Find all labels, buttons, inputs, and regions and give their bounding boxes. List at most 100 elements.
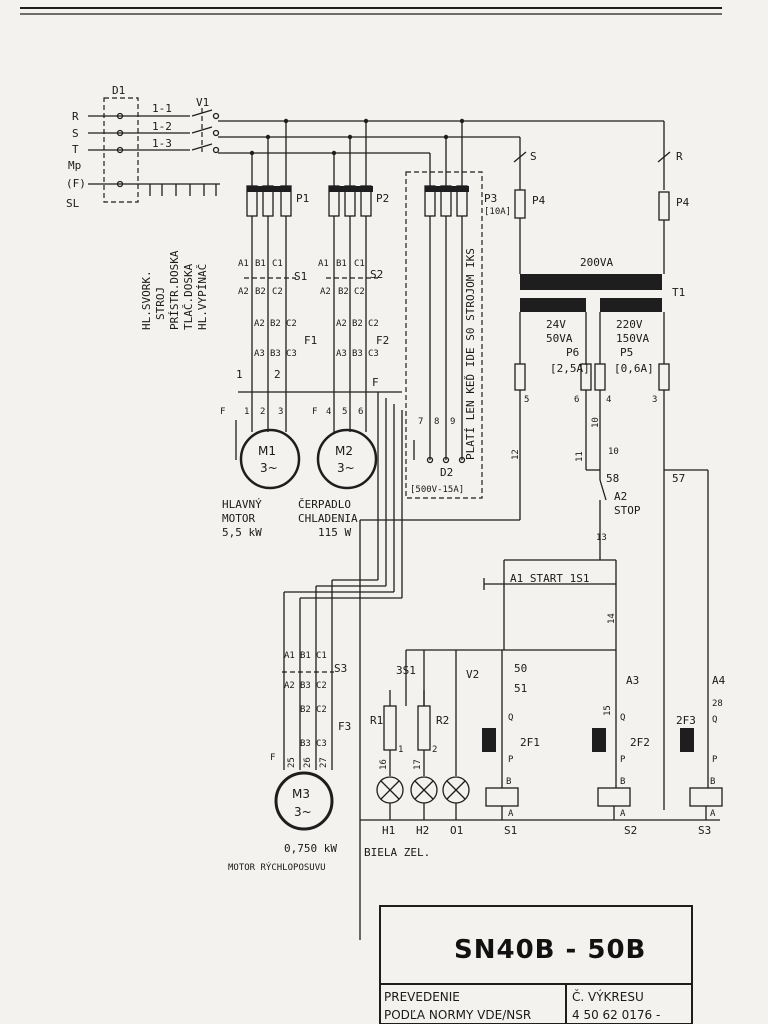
secondary-fuses bbox=[514, 312, 670, 810]
motor-m1-caption-1: HLAVNÝ bbox=[222, 498, 262, 511]
f1-a2: A2 bbox=[254, 319, 265, 329]
s1-a1: A1 bbox=[238, 259, 249, 269]
svg-text:HL.VYPÍNAČ: HL.VYPÍNAČ bbox=[196, 264, 209, 330]
lamp-h2-label: H2 bbox=[416, 824, 429, 837]
line-label-f: (F) bbox=[66, 177, 86, 190]
model-number: SN40B - 50B bbox=[454, 935, 646, 965]
wire-num-10b: 10 bbox=[608, 447, 619, 457]
wire-num-4: 4 bbox=[326, 407, 331, 417]
bundle-to-m3 bbox=[238, 391, 403, 770]
fuse-label-p2: P2 bbox=[376, 192, 389, 205]
s2-b1: B1 bbox=[336, 259, 347, 269]
overload-2f3-label: 2F3 bbox=[676, 714, 696, 727]
motor-m3 bbox=[274, 771, 334, 831]
f3-b3: B3 bbox=[300, 739, 311, 749]
fuse-block-p2 bbox=[328, 185, 373, 217]
wire-num-1b: 1 bbox=[236, 368, 243, 381]
line-label-r: R bbox=[72, 110, 79, 123]
wire-num-13: 13 bbox=[596, 533, 607, 543]
s2-c2: C2 bbox=[354, 287, 365, 297]
wire-num-11: 11 bbox=[575, 451, 585, 462]
wire-num-8: 8 bbox=[434, 417, 439, 427]
contact-a3-label: A3 bbox=[626, 674, 639, 687]
s1-a2: A2 bbox=[238, 287, 249, 297]
fuse-label-p4-r: P4 bbox=[676, 196, 690, 209]
p-2f3: P bbox=[712, 755, 718, 765]
terminal-block-d2 bbox=[413, 216, 466, 464]
lamp-color-label: BIELA ZEL. bbox=[364, 846, 430, 859]
wire-num-4b: 4 bbox=[606, 395, 611, 405]
supply-lines bbox=[88, 112, 220, 196]
wire-num-16: 16 bbox=[379, 759, 389, 770]
main-switch-v1 bbox=[191, 108, 220, 154]
start-button-label: A1 START 1S1 bbox=[510, 572, 589, 585]
s1-c1: C1 bbox=[272, 259, 283, 269]
p-2f1: P bbox=[508, 755, 514, 765]
transformer-220v: 220V bbox=[616, 318, 643, 331]
s3-c1: C1 bbox=[316, 651, 327, 661]
svg-text:TLAČ.DOSKA: TLAČ.DOSKA bbox=[182, 263, 195, 330]
motor-m2-name: M2 bbox=[335, 444, 353, 458]
f1-a3: A3 bbox=[254, 349, 265, 359]
terminal-label-d2: D2 bbox=[440, 466, 453, 479]
fuse-label-p6: P6 bbox=[566, 346, 579, 359]
motor-m3-caption-2: MOTOR RÝCHLOPOSUVU bbox=[228, 861, 326, 873]
wire-num-2b: 2 bbox=[274, 368, 281, 381]
contactor-label-s2: S2 bbox=[370, 268, 383, 281]
transformer-150va: 150VA bbox=[616, 332, 649, 345]
s2-b2: B2 bbox=[338, 287, 349, 297]
wire-num-7: 7 bbox=[418, 417, 423, 427]
f2-c3: C3 bbox=[368, 349, 379, 359]
wire-num-9: 9 bbox=[450, 417, 455, 427]
wire-num-3: 3 bbox=[278, 407, 283, 417]
f2-b3: B3 bbox=[352, 349, 363, 359]
main-bus bbox=[218, 118, 665, 190]
stop-contact-label: A2 bbox=[614, 490, 627, 503]
stop-label: STOP bbox=[614, 504, 641, 517]
wire-num-6: 6 bbox=[358, 407, 363, 417]
optional-module-box bbox=[405, 171, 483, 499]
fuse-p4-r bbox=[658, 191, 670, 221]
s1-b2: B2 bbox=[255, 287, 266, 297]
motor-m2-caption-2: CHLADENIA bbox=[298, 512, 358, 525]
main-switch-label: V1 bbox=[196, 96, 209, 109]
pe-label-a: F bbox=[220, 407, 225, 417]
transformer-primary bbox=[520, 274, 662, 290]
title-row1-left: PREVEDENIE bbox=[384, 990, 460, 1004]
s1-b1: B1 bbox=[255, 259, 266, 269]
r-mark-slash bbox=[657, 151, 671, 163]
transformer-label: T1 bbox=[672, 286, 685, 299]
a-s2: A bbox=[620, 809, 626, 819]
wire-num-r2: 2 bbox=[432, 745, 437, 755]
terminal-rating-d2: [500V-15A] bbox=[410, 485, 464, 495]
contactor-s2 bbox=[326, 216, 378, 400]
wire-num-5b: 5 bbox=[524, 395, 529, 405]
pe-label-b: F bbox=[372, 376, 379, 389]
optional-module-note: PLATÍ LEN KEĎ IDE S0 STROJOM IKS bbox=[464, 248, 477, 460]
wire-num-1: 1 bbox=[244, 407, 249, 417]
coil-s2-label: S2 bbox=[624, 824, 637, 837]
wire-num-26: 26 bbox=[303, 757, 313, 768]
motor-m3-caption-1: 0,750 kW bbox=[284, 842, 337, 855]
f2-c2: C2 bbox=[368, 319, 379, 329]
overload-label-f3: F3 bbox=[338, 720, 351, 733]
b-s3: B bbox=[710, 777, 715, 787]
motor-m1 bbox=[235, 400, 301, 490]
r-line-mark: R bbox=[676, 150, 683, 163]
contact-a4-label: A4 bbox=[712, 674, 726, 687]
s1-c2: C2 bbox=[272, 287, 283, 297]
f1-c2: C2 bbox=[286, 319, 297, 329]
fuse-rating-p6: [2,5A] bbox=[550, 362, 590, 375]
transformer-rating: 200VA bbox=[580, 256, 613, 269]
overload-2f1-label: 2F1 bbox=[520, 736, 540, 749]
s2-a1: A1 bbox=[318, 259, 329, 269]
s2-a2: A2 bbox=[320, 287, 331, 297]
switch-v2-label: V2 bbox=[466, 668, 479, 681]
f3-c2: C2 bbox=[316, 705, 327, 715]
motor-m3-spec: 3~ bbox=[294, 805, 312, 819]
f2-b2: B2 bbox=[352, 319, 363, 329]
overload-label-f2: F2 bbox=[376, 334, 389, 347]
q-2f3: Q bbox=[712, 715, 717, 725]
